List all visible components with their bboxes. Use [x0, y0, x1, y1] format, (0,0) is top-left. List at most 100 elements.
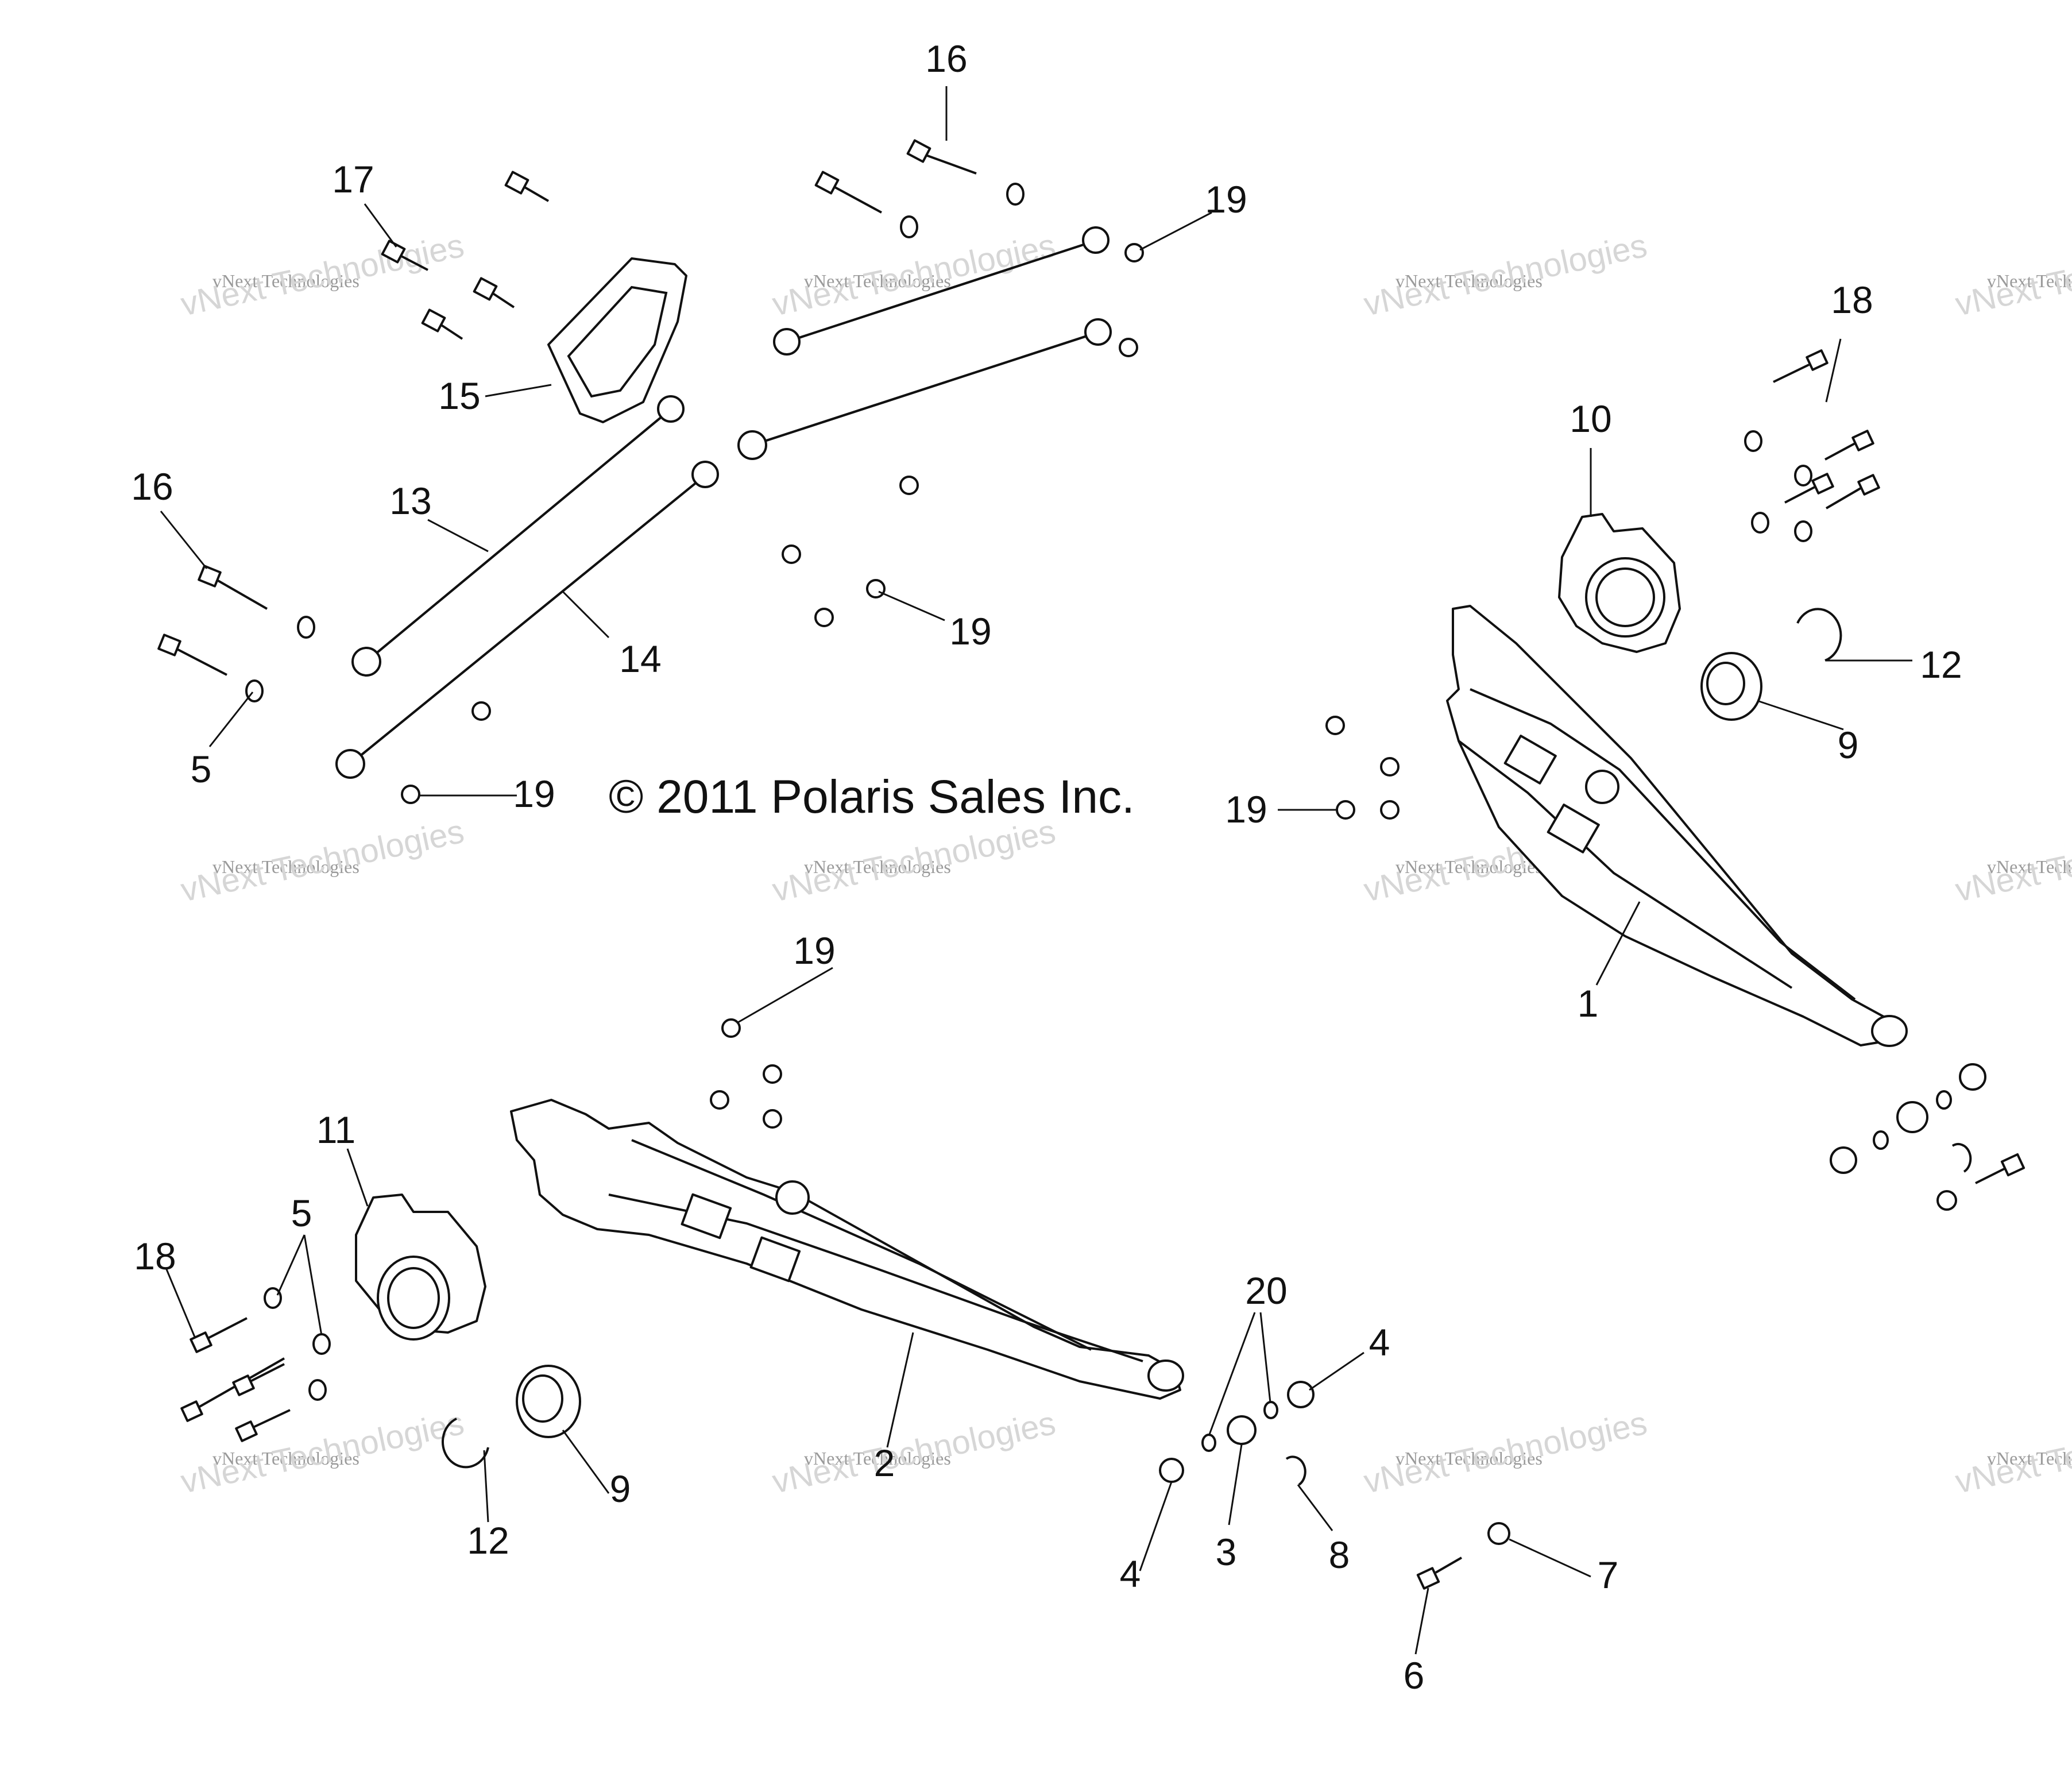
control-rod — [737, 318, 1112, 460]
control-rod — [351, 395, 685, 677]
watermark-text: vNext Technologies — [1952, 227, 2072, 323]
watermark-tile: vNext Technologies vNext Technologies — [177, 1404, 467, 1501]
circlip — [1796, 608, 1842, 662]
watermark-text: vNext Technologies — [1987, 271, 2072, 291]
washer — [1006, 183, 1025, 206]
circlip — [1285, 1455, 1306, 1486]
bolt — [381, 240, 428, 271]
nut — [1287, 1381, 1315, 1408]
nut — [1124, 243, 1144, 262]
bolt — [190, 1317, 248, 1353]
watermark-tile: vNext Technologies vNext Technologies — [1952, 227, 2072, 323]
watermark-text: vNext Technologies — [804, 271, 951, 291]
washer — [1794, 465, 1812, 486]
bolt — [421, 308, 463, 340]
nut — [782, 544, 801, 564]
nut — [763, 1064, 782, 1084]
bearing — [1700, 652, 1762, 721]
bolt — [814, 171, 882, 214]
nut — [866, 579, 886, 598]
watermark-tile: vNext Technologies vNext Technologies — [1952, 813, 2072, 909]
callout-3: 3 — [1216, 1531, 1237, 1573]
circlip — [1951, 1143, 1972, 1173]
nut — [1380, 757, 1400, 777]
bearing-carrier — [355, 1194, 486, 1341]
washer — [1794, 520, 1812, 542]
nut — [1336, 800, 1355, 820]
bolt — [198, 565, 268, 610]
nut — [1830, 1146, 1857, 1174]
control-rod — [335, 461, 719, 779]
bolt — [906, 139, 977, 175]
bearing-carrier — [1558, 513, 1681, 653]
watermark-text: vNext Technologies — [1395, 856, 1543, 877]
bolt — [1824, 430, 1874, 461]
callout-9: 9 — [1838, 724, 1859, 766]
nut — [899, 476, 919, 495]
bushing — [1227, 1415, 1257, 1445]
leader-lines — [160, 86, 1912, 1655]
watermark-tile: vNext Technologies vNext Technologies — [1360, 1404, 1650, 1501]
callout-5: 5 — [291, 1192, 312, 1234]
callout-18: 18 — [1831, 279, 1873, 321]
watermark-text: vNext Technologies — [1395, 271, 1543, 291]
callout-1: 1 — [1578, 982, 1599, 1025]
washer — [900, 215, 918, 238]
nut — [471, 701, 491, 721]
callout-19: 19 — [1225, 788, 1267, 831]
callout-11: 11 — [316, 1109, 356, 1151]
callout-12: 12 — [1920, 643, 1962, 686]
callout-18: 18 — [134, 1235, 176, 1277]
nut-group — [401, 243, 1400, 1129]
callout-layer: 16 17 19 15 16 13 14 5 19 19 18 10 12 9 … — [131, 37, 1962, 1697]
washer — [297, 616, 315, 639]
circlip — [442, 1418, 489, 1469]
callout-2: 2 — [874, 1442, 895, 1484]
watermark-text: vNext Technologies — [804, 856, 951, 877]
watermark-tile: vNext Technologies vNext Technologies — [177, 227, 467, 323]
bolt — [232, 1363, 285, 1396]
callout-15: 15 — [438, 374, 480, 417]
washer — [308, 1379, 327, 1401]
callout-16: 16 — [131, 465, 173, 508]
watermark-text: vNext Technologies — [212, 1448, 359, 1469]
watermark-tile: vNext Technologies vNext Technologies — [769, 227, 1058, 323]
callout-16: 16 — [925, 37, 967, 80]
bracket — [547, 257, 687, 423]
nut — [1380, 800, 1400, 820]
washer — [312, 1333, 331, 1355]
watermark-text: vNext Technologies — [1952, 813, 2072, 909]
callout-6: 6 — [1404, 1654, 1425, 1697]
callout-17: 17 — [332, 158, 374, 200]
nut — [763, 1109, 782, 1129]
bolt — [473, 277, 515, 308]
callout-8: 8 — [1329, 1534, 1350, 1576]
watermark-text: vNext Technologies — [1952, 1404, 2072, 1501]
control-rod — [773, 226, 1110, 356]
nut — [721, 1018, 741, 1038]
bolt — [1825, 474, 1880, 509]
bearing — [516, 1365, 581, 1438]
callout-10: 10 — [1570, 397, 1611, 440]
bushing — [1896, 1101, 1928, 1133]
trailing-arm — [510, 1099, 1184, 1400]
bolt — [235, 1409, 291, 1442]
watermark-text: vNext Technologies — [212, 271, 359, 291]
callout-14: 14 — [619, 638, 661, 680]
washer — [1744, 430, 1762, 452]
washer — [1751, 512, 1769, 534]
callout-13: 13 — [389, 480, 431, 522]
nut — [1119, 338, 1138, 357]
watermark-text: vNext Technologies — [1395, 1448, 1543, 1469]
callout-19: 19 — [793, 929, 835, 972]
nut — [1487, 1522, 1510, 1545]
washer — [1201, 1434, 1216, 1452]
watermark-tile: vNext Technologies vNext Technologies — [769, 1404, 1058, 1501]
bolt — [1773, 349, 1829, 383]
bolt — [180, 1357, 285, 1422]
nut — [1959, 1063, 1986, 1091]
callout-5: 5 — [191, 748, 212, 790]
callout-4: 4 — [1369, 1321, 1390, 1364]
nut — [401, 785, 420, 804]
